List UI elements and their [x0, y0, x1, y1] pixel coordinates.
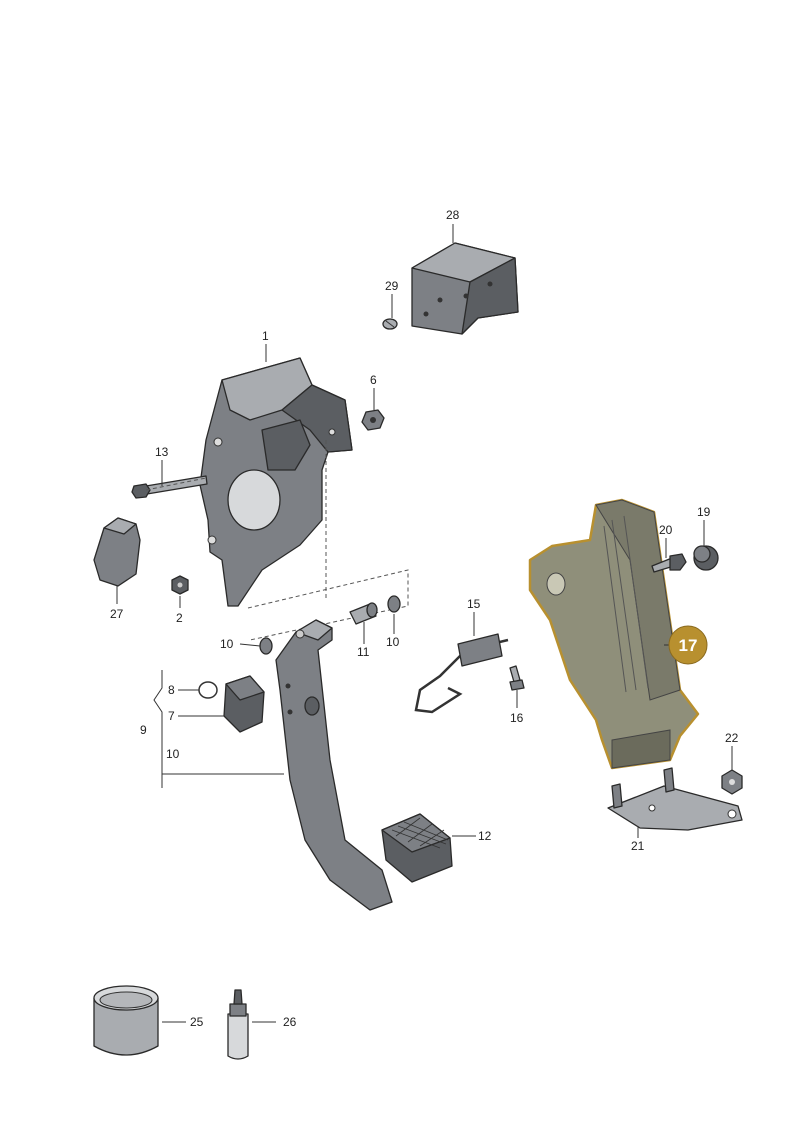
- part-27-cover[interactable]: [93, 517, 141, 587]
- part-22-nut[interactable]: [721, 769, 743, 795]
- label-13: 13: [155, 445, 169, 459]
- label-6: 6: [370, 373, 377, 387]
- label-10-right: 10: [386, 635, 400, 649]
- part-8-ring[interactable]: [198, 681, 218, 699]
- part-10-bushing-right[interactable]: [387, 595, 401, 613]
- part-13-bolt[interactable]: [131, 475, 208, 499]
- label-2: 2: [176, 611, 183, 625]
- label-25: 25: [190, 1015, 204, 1029]
- label-7: 7: [168, 709, 175, 723]
- label-8: 8: [168, 683, 175, 697]
- part-11-bushing[interactable]: [349, 602, 378, 625]
- label-21: 21: [631, 839, 645, 853]
- label-10-left: 10: [220, 637, 234, 651]
- part-16-screw[interactable]: [509, 665, 525, 691]
- assembly-guide-lines: [145, 440, 409, 641]
- part-12-pedal-pad[interactable]: [381, 813, 453, 883]
- label-19: 19: [697, 505, 711, 519]
- label-26: 26: [283, 1015, 297, 1029]
- part-28-bracket[interactable]: [411, 242, 519, 335]
- leader-lines: [116, 224, 733, 1023]
- label-27: 27: [110, 607, 124, 621]
- label-12: 12: [478, 829, 492, 843]
- label-22: 22: [725, 731, 739, 745]
- part-10-pedal-arm[interactable]: [275, 619, 393, 911]
- part-26-bottle[interactable]: [227, 989, 249, 1060]
- label-20: 20: [659, 523, 673, 537]
- label-1: 1: [262, 329, 269, 343]
- callout-labels: 28 29 1 6 13 27 2 10 11 10 8 7 9 10 12 1…: [110, 208, 739, 1029]
- label-28: 28: [446, 208, 460, 222]
- label-10-bottom: 10: [166, 747, 180, 761]
- part-19-cap[interactable]: [693, 545, 719, 571]
- part-6-nut[interactable]: [361, 409, 385, 431]
- part-29-screw[interactable]: [382, 318, 398, 330]
- part-2-nut[interactable]: [171, 575, 189, 595]
- part-20-screw[interactable]: [651, 553, 687, 573]
- part-15-cable[interactable]: [414, 633, 509, 714]
- label-16: 16: [510, 711, 524, 725]
- callout-17-badge[interactable]: 17: [668, 625, 708, 665]
- label-17: 17: [679, 636, 698, 655]
- part-25-grease-tub[interactable]: [93, 985, 159, 1056]
- part-21-base-plate[interactable]: [607, 767, 743, 831]
- label-29: 29: [385, 279, 399, 293]
- label-9: 9: [140, 723, 147, 737]
- part-7-switch[interactable]: [223, 675, 265, 733]
- label-11: 11: [357, 645, 370, 659]
- part-1-pedal-bracket[interactable]: [199, 357, 353, 607]
- part-10-bushing-left[interactable]: [259, 637, 273, 655]
- label-15: 15: [467, 597, 481, 611]
